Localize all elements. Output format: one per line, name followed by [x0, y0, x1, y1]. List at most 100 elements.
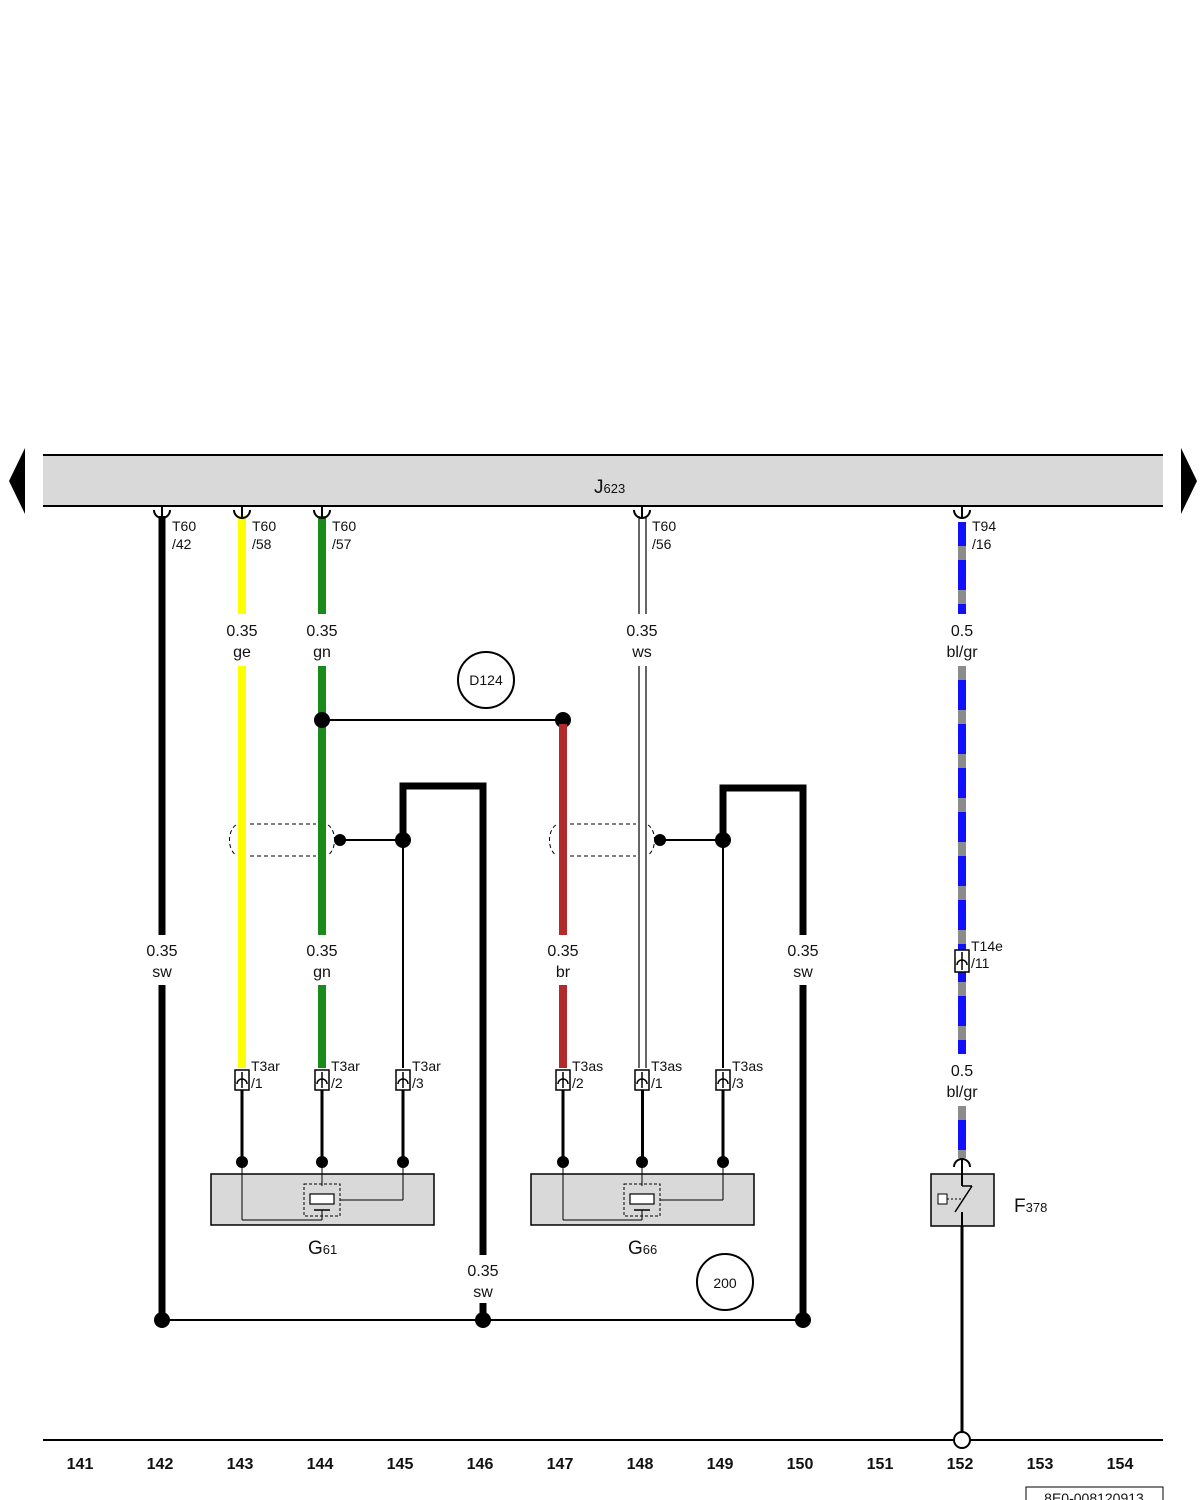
connector-label-t60-42: T60 /42	[172, 518, 196, 552]
page-back-arrow[interactable]	[9, 448, 25, 514]
column-number: 149	[707, 1456, 734, 1473]
svg-text:/3: /3	[412, 1075, 424, 1091]
document-number: 8E0-008120913	[1025, 1486, 1164, 1500]
switch-f378-label: F378	[1014, 1196, 1047, 1217]
svg-text:0.35: 0.35	[146, 943, 177, 960]
connector-symbol-t3ar-3	[395, 1069, 411, 1091]
svg-text:ws: ws	[631, 644, 652, 661]
wire-branch-d124[interactable]	[314, 712, 571, 728]
ref-200: 200	[696, 1253, 754, 1311]
connector-label-t14e-11: T14e /11	[971, 938, 1003, 971]
svg-text:/3: /3	[732, 1075, 744, 1091]
column-number: 148	[627, 1456, 654, 1473]
wire-label-144-top: 0.35 gn	[306, 623, 337, 661]
sensor-g66[interactable]	[530, 1156, 755, 1226]
connector-label-t60-57: T60 /57	[332, 518, 356, 552]
column-number: 145	[387, 1456, 414, 1473]
ground-terminal-152[interactable]	[953, 1431, 971, 1449]
connector-symbol-t3ar-2	[314, 1069, 330, 1091]
svg-text:T3as: T3as	[572, 1058, 603, 1074]
shield-ellipse-g61	[228, 823, 336, 857]
svg-text:T60: T60	[652, 518, 676, 534]
svg-text:/1: /1	[651, 1075, 663, 1091]
svg-text:/56: /56	[652, 536, 672, 552]
svg-text:/42: /42	[172, 536, 192, 552]
svg-text:/58: /58	[252, 536, 272, 552]
column-number: 153	[1027, 1456, 1054, 1473]
control-unit-label: J623	[594, 477, 625, 498]
wire-shield-g66[interactable]	[654, 784, 807, 1322]
connector-label-t3ar-2: T3ar /2	[331, 1058, 360, 1091]
svg-text:0.35: 0.35	[467, 1263, 498, 1280]
svg-text:D124: D124	[469, 672, 503, 688]
svg-text:sw: sw	[793, 964, 813, 981]
connector-label-t3as-2: T3as /2	[572, 1058, 603, 1091]
column-number: 144	[307, 1456, 334, 1473]
connector-symbol-t3as-3	[715, 1069, 731, 1091]
svg-text:/11: /11	[971, 955, 990, 971]
svg-text:gn: gn	[313, 644, 331, 661]
svg-text:T94: T94	[972, 518, 996, 534]
connector-symbol-t60-56	[633, 506, 651, 519]
control-unit-j623[interactable]: J623	[43, 454, 1163, 507]
connector-label-t3ar-1: T3ar /1	[251, 1058, 280, 1091]
connector-symbol-t60-58	[233, 506, 251, 519]
svg-text:T3ar: T3ar	[412, 1058, 441, 1074]
svg-text:T14e: T14e	[971, 938, 1003, 954]
wire-ground-bus[interactable]	[154, 1312, 811, 1328]
connector-symbol-t3as-1	[634, 1069, 650, 1091]
page-forward-arrow[interactable]	[1181, 448, 1197, 514]
wire-label-148-top: 0.35 ws	[626, 623, 657, 661]
wire-label-143-top: 0.35 ge	[226, 623, 257, 661]
connector-symbol-t3as-2	[555, 1069, 571, 1091]
wire-label-147-mid: 0.35 br	[547, 943, 578, 981]
sensor-g61-label: G61	[308, 1238, 337, 1259]
connector-label-t94-16: T94 /16	[972, 518, 996, 552]
switch-f378[interactable]	[930, 1158, 995, 1227]
svg-text:0.35: 0.35	[306, 623, 337, 640]
svg-text:0.35: 0.35	[547, 943, 578, 960]
svg-text:0.35: 0.35	[306, 943, 337, 960]
connector-label-t60-58: T60 /58	[252, 518, 276, 552]
column-number: 141	[67, 1456, 94, 1473]
wire-label-152-top: 0.5 bl/gr	[946, 623, 978, 661]
connector-label-t3ar-3: T3ar /3	[412, 1058, 441, 1091]
svg-text:/57: /57	[332, 536, 352, 552]
ref-d124: D124	[457, 651, 515, 709]
column-number: 150	[787, 1456, 814, 1473]
connector-label-t3as-3: T3as /3	[732, 1058, 763, 1091]
column-number: 143	[227, 1456, 254, 1473]
wire-label-144-mid: 0.35 gn	[306, 943, 337, 981]
svg-text:br: br	[556, 964, 571, 981]
column-number: 142	[147, 1456, 174, 1473]
sensor-g61[interactable]	[210, 1156, 435, 1226]
connector-symbol-t60-57	[313, 506, 331, 519]
svg-text:/2: /2	[331, 1075, 343, 1091]
connector-symbol-t94-16	[953, 506, 971, 519]
column-number: 154	[1107, 1456, 1134, 1473]
svg-text:/2: /2	[572, 1075, 584, 1091]
svg-text:0.35: 0.35	[226, 623, 257, 640]
wire-148-ws[interactable]	[638, 516, 647, 1162]
svg-text:T60: T60	[252, 518, 276, 534]
svg-text:T60: T60	[172, 518, 196, 534]
connector-label-t3as-1: T3as /1	[651, 1058, 682, 1091]
svg-text:0.35: 0.35	[626, 623, 657, 640]
svg-text:gn: gn	[313, 964, 331, 981]
connector-symbol-t3ar-1	[234, 1069, 250, 1091]
column-number: 146	[467, 1456, 494, 1473]
svg-text:200: 200	[713, 1275, 737, 1291]
column-number: 147	[547, 1456, 574, 1473]
sensor-g66-label: G66	[628, 1238, 657, 1259]
svg-text:bl/gr: bl/gr	[946, 644, 978, 661]
svg-text:T60: T60	[332, 518, 356, 534]
wire-shield-g61[interactable]	[334, 782, 487, 1322]
svg-text:8E0-008120913: 8E0-008120913	[1044, 1490, 1144, 1500]
svg-text:sw: sw	[473, 1284, 493, 1301]
svg-text:/1: /1	[251, 1075, 263, 1091]
svg-text:T3ar: T3ar	[251, 1058, 280, 1074]
column-number: 152	[947, 1456, 974, 1473]
svg-text:T3as: T3as	[732, 1058, 763, 1074]
column-numbers: 141 142 143 144 145 146 147 148 149 150 …	[67, 1456, 1134, 1473]
